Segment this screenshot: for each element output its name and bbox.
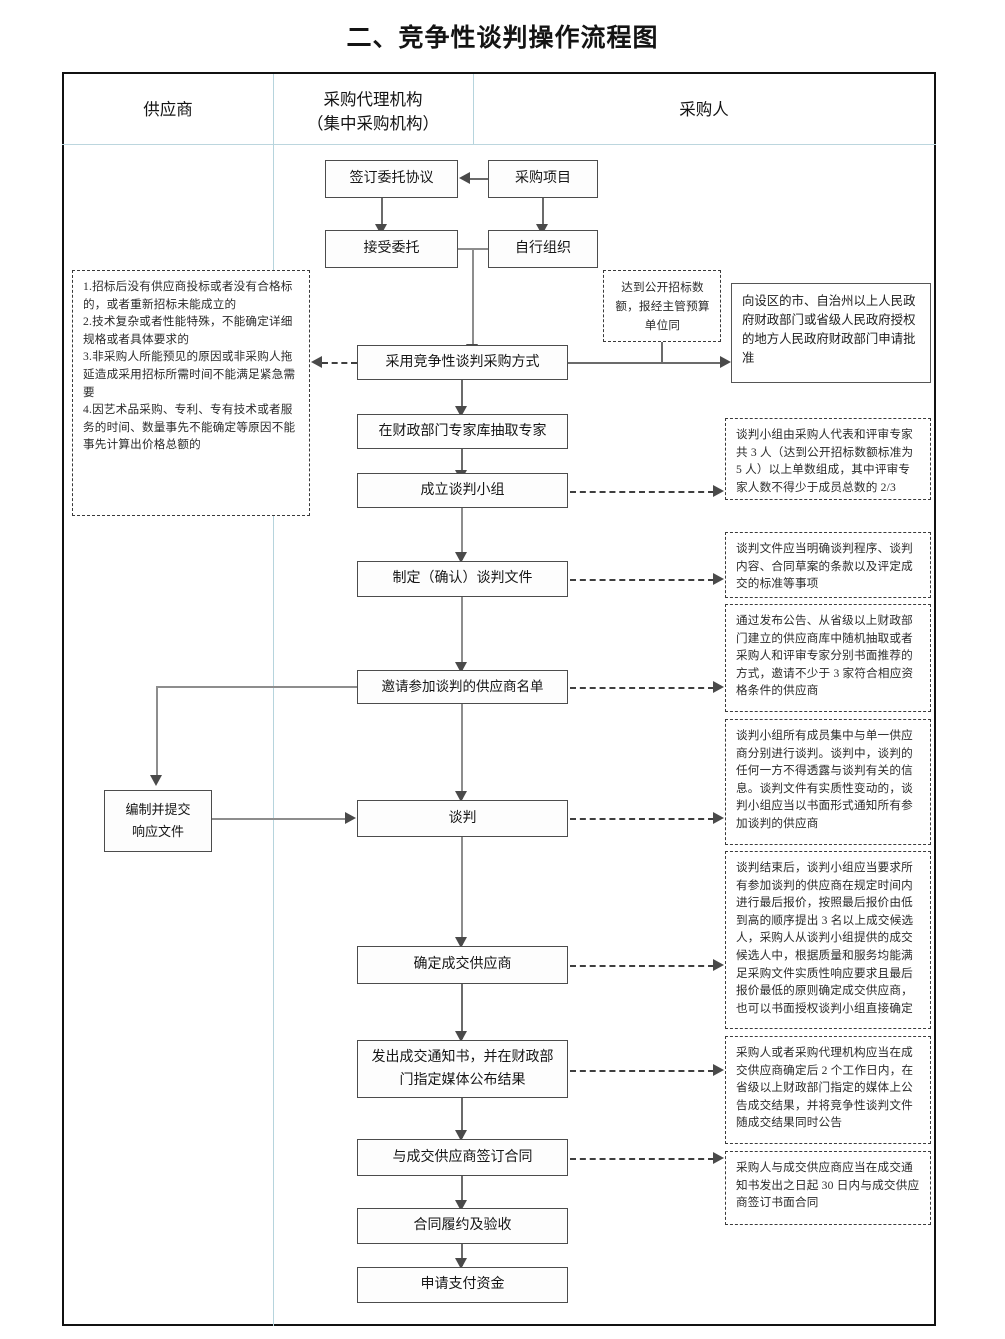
node-prepare-submit-response-line1: 编制并提交 <box>125 802 191 817</box>
node-issue-award-notice[interactable]: 发出成交通知书，并在财政部 门指定媒体公布结果 <box>357 1040 568 1098</box>
dashed-line-adopt-to-conditions <box>322 362 357 364</box>
dashed-line-notice-to-note <box>570 1070 714 1072</box>
node-prepare-submit-response[interactable]: 编制并提交 响应文件 <box>104 790 212 852</box>
node-contract-performance-acceptance[interactable]: 合同履约及验收 <box>357 1208 568 1244</box>
node-make-negotiation-documents[interactable]: 制定（确认）谈判文件 <box>357 561 568 597</box>
note-open-tender-threshold: 达到公开招标数额，报经主管预算单位同 <box>603 270 721 342</box>
line-determine-to-notice <box>461 984 463 1039</box>
arrowhead-invite-to-note <box>713 681 724 693</box>
header-divider <box>62 144 936 145</box>
arrowhead-adopt-to-approval <box>720 356 731 368</box>
node-adopt-competitive-negotiation[interactable]: 采用竞争性谈判采购方式 <box>357 345 568 380</box>
dashed-line-invite-to-note <box>570 687 714 689</box>
node-form-negotiation-group[interactable]: 成立谈判小组 <box>357 473 568 508</box>
arrowhead-adopt-to-conditions <box>311 356 322 368</box>
arrowhead-contract-to-note <box>713 1152 724 1164</box>
arrowhead-negotiate-to-determine <box>455 937 467 948</box>
node-sign-entrust-agreement[interactable]: 签订委托协议 <box>325 160 458 198</box>
dashed-line-docs-to-note <box>570 579 714 581</box>
node-prepare-submit-response-line2: 响应文件 <box>131 824 184 839</box>
column-header-purchaser: 采购人 <box>473 98 935 122</box>
node-invite-supplier-list[interactable]: 邀请参加谈判的供应商名单 <box>357 670 568 704</box>
line-prepare-to-negotiate <box>212 818 346 820</box>
arrowhead-adopt-to-experts <box>455 406 467 417</box>
arrowhead-contract-to-perform <box>455 1200 467 1211</box>
note-publish-result: 采购人或者采购代理机构应当在成交供应商确定后 2 个工作日内，在省级以上财政部门… <box>725 1036 931 1144</box>
arrowhead-docs-to-invite <box>455 662 467 673</box>
node-purchase-project[interactable]: 采购项目 <box>488 160 598 198</box>
node-self-organize[interactable]: 自行组织 <box>488 230 598 268</box>
line-join-down <box>472 248 474 353</box>
line-notice-to-contract <box>461 1098 463 1138</box>
node-apply-payment[interactable]: 申请支付资金 <box>357 1267 568 1303</box>
column-header-supplier-label: 供应商 <box>143 100 193 119</box>
arrowhead-notice-to-contract <box>455 1130 467 1141</box>
node-draw-experts[interactable]: 在财政部门专家库抽取专家 <box>357 414 568 449</box>
note-invitation-method: 通过发布公告、从省级以上财政部门建立的供应商库中随机抽取或者采购人和评审专家分别… <box>725 604 931 712</box>
arrowhead-prepare-to-negotiate <box>345 812 356 824</box>
line-sign-to-accept <box>381 198 383 228</box>
arrowhead-negotiate-to-note <box>713 812 724 824</box>
dashed-line-group-to-note <box>570 491 714 493</box>
line-adopt-to-experts <box>461 380 463 410</box>
dashed-line-negotiate-to-note <box>570 818 714 820</box>
note-negotiation-rules: 谈判小组所有成员集中与单一供应商分别进行谈判。谈判中，谈判的任何一方不得透露与谈… <box>725 719 931 845</box>
arrowhead-determine-to-notice <box>455 1031 467 1042</box>
arrowhead-sign-to-accept <box>375 224 387 235</box>
arrowhead-determine-to-note <box>713 959 724 971</box>
node-negotiate[interactable]: 谈判 <box>357 800 568 837</box>
column-header-agency-label: 采购代理机构 <box>323 90 423 109</box>
line-adopt-to-approval <box>568 362 723 364</box>
line-project-to-self <box>542 198 544 228</box>
node-accept-entrustment[interactable]: 接受委托 <box>325 230 458 268</box>
page-title: 二、竞争性谈判操作流程图 <box>346 25 659 52</box>
column-divider-1 <box>273 74 274 1326</box>
dashed-line-determine-to-note <box>570 965 714 967</box>
column-header-agency: 采购代理机构 （集中采购机构） <box>273 88 473 136</box>
line-experts-to-group <box>461 449 463 474</box>
node-issue-award-notice-line2: 门指定媒体公布结果 <box>399 1073 526 1088</box>
dashed-line-contract-to-note <box>570 1158 714 1160</box>
note-group-composition: 谈判小组由采购人代表和评审专家共 3 人（达到公开招标数额标准为 5 人）以上单… <box>725 418 931 500</box>
line-negotiate-to-determine <box>461 837 463 945</box>
note-final-offer-rules: 谈判结束后，谈判小组应当要求所有参加谈判的供应商在规定时间内进行最后报价，按照最… <box>725 851 931 1029</box>
node-issue-award-notice-line1: 发出成交通知书，并在财政部 <box>371 1050 554 1065</box>
line-docs-to-invite <box>461 597 463 670</box>
arrowhead-project-to-sign <box>459 172 470 184</box>
arrowhead-group-to-note <box>713 485 724 497</box>
note-financial-approval: 向设区的市、自治州以上人民政府财政部门或省级人民政府授权的地方人民政府财政部门申… <box>731 283 931 383</box>
column-header-purchaser-label: 采购人 <box>679 100 729 119</box>
line-invite-to-left <box>156 686 358 688</box>
arrowhead-docs-to-note <box>713 573 724 585</box>
line-threshold-down <box>661 342 663 364</box>
column-header-agency-sublabel: （集中采购机构） <box>307 114 439 133</box>
arrowhead-invite-to-negotiate <box>455 791 467 802</box>
line-contract-to-perform <box>461 1176 463 1207</box>
arrowhead-group-to-docs <box>455 552 467 563</box>
line-group-to-docs <box>461 508 463 560</box>
note-contract-signing-time: 采购人与成交供应商应当在成交通知书发出之日起 30 日内与成交供应商签订书面合同 <box>725 1151 931 1225</box>
arrowhead-perform-to-payment <box>455 1258 467 1269</box>
node-determine-winning-supplier[interactable]: 确定成交供应商 <box>357 946 568 984</box>
arrowhead-notice-to-note <box>713 1064 724 1076</box>
line-invite-to-negotiate <box>461 704 463 799</box>
line-left-down-to-prepare <box>156 686 158 782</box>
arrowhead-project-to-self <box>536 224 548 235</box>
column-divider-2 <box>473 74 474 144</box>
node-sign-contract-with-supplier[interactable]: 与成交供应商签订合同 <box>357 1139 568 1176</box>
arrowhead-invite-to-prepare <box>150 775 162 786</box>
line-perform-to-payment <box>461 1244 463 1266</box>
column-header-supplier: 供应商 <box>63 98 273 122</box>
note-document-requirements: 谈判文件应当明确谈判程序、谈判内容、合同草案的条款以及评定成交的标准等事项 <box>725 532 931 598</box>
